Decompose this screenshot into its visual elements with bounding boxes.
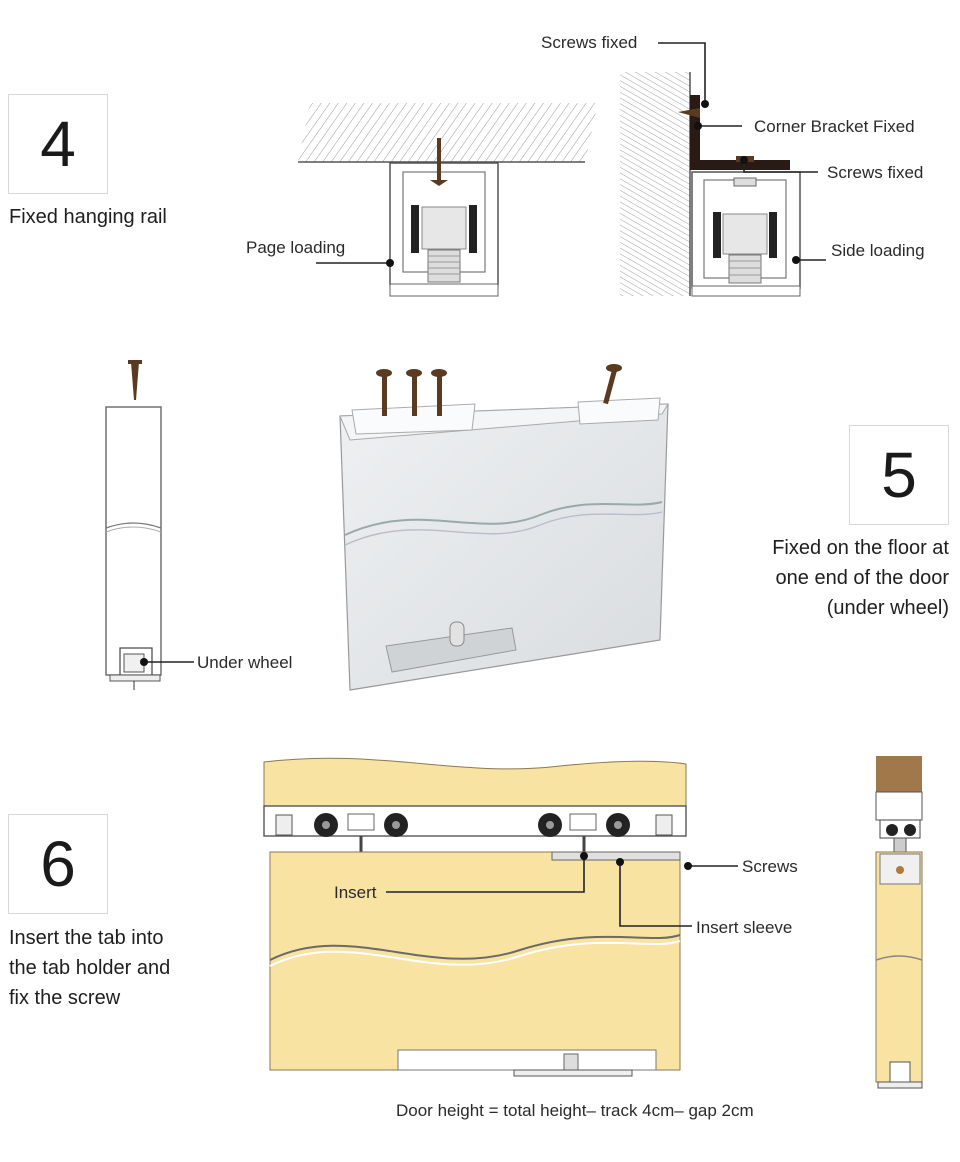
leaders-section-4	[316, 42, 826, 264]
step-5-caption: Fixed on the floor at one end of the doo…	[772, 533, 949, 623]
label-page-loading: Page loading	[246, 238, 346, 257]
step-5-caption-line: one end of the door	[775, 567, 949, 589]
step-6-caption-line: Insert the tab into	[9, 927, 164, 949]
label-insert-sleeve: Insert sleeve	[696, 918, 793, 937]
label-under-wheel: Under wheel	[197, 653, 293, 672]
label-corner-bracket: Corner Bracket Fixed	[754, 117, 915, 136]
step-6-caption-line: fix the screw	[9, 987, 121, 1009]
label-screws: Screws	[742, 857, 798, 876]
step-5-number: 5	[849, 425, 949, 525]
leader-under-wheel	[140, 658, 194, 666]
glass-door-perspective	[339, 397, 669, 691]
ceiling-mount-drawing	[298, 103, 598, 297]
step-5-caption-line: Fixed on the floor at	[772, 537, 949, 559]
leader-dots-section-4	[386, 100, 800, 267]
step-6-caption: Insert the tab into the tab holder and f…	[9, 923, 170, 1013]
step-6-caption-line: the tab holder and	[9, 957, 171, 979]
step-6-number: 6	[8, 814, 108, 914]
footer-door-height-note: Door height = total height– track 4cm– g…	[396, 1101, 754, 1120]
door-side-view-6	[875, 756, 923, 1089]
glass-door-screws	[376, 364, 622, 416]
leader-dots-section-6	[580, 852, 692, 870]
label-side-loading: Side loading	[831, 241, 925, 260]
door-front-view	[263, 757, 687, 1077]
step-4-caption: Fixed hanging rail	[9, 206, 167, 228]
step-4-number: 4	[8, 94, 108, 194]
label-screws-fixed-side: Screws fixed	[827, 163, 924, 182]
label-screws-fixed-top: Screws fixed	[541, 33, 638, 52]
label-insert: Insert	[334, 883, 377, 902]
door-side-view	[105, 360, 162, 690]
step-5-caption-line: (under wheel)	[826, 597, 949, 619]
leaders-section-6	[386, 856, 738, 927]
side-mount-drawing	[620, 72, 801, 297]
